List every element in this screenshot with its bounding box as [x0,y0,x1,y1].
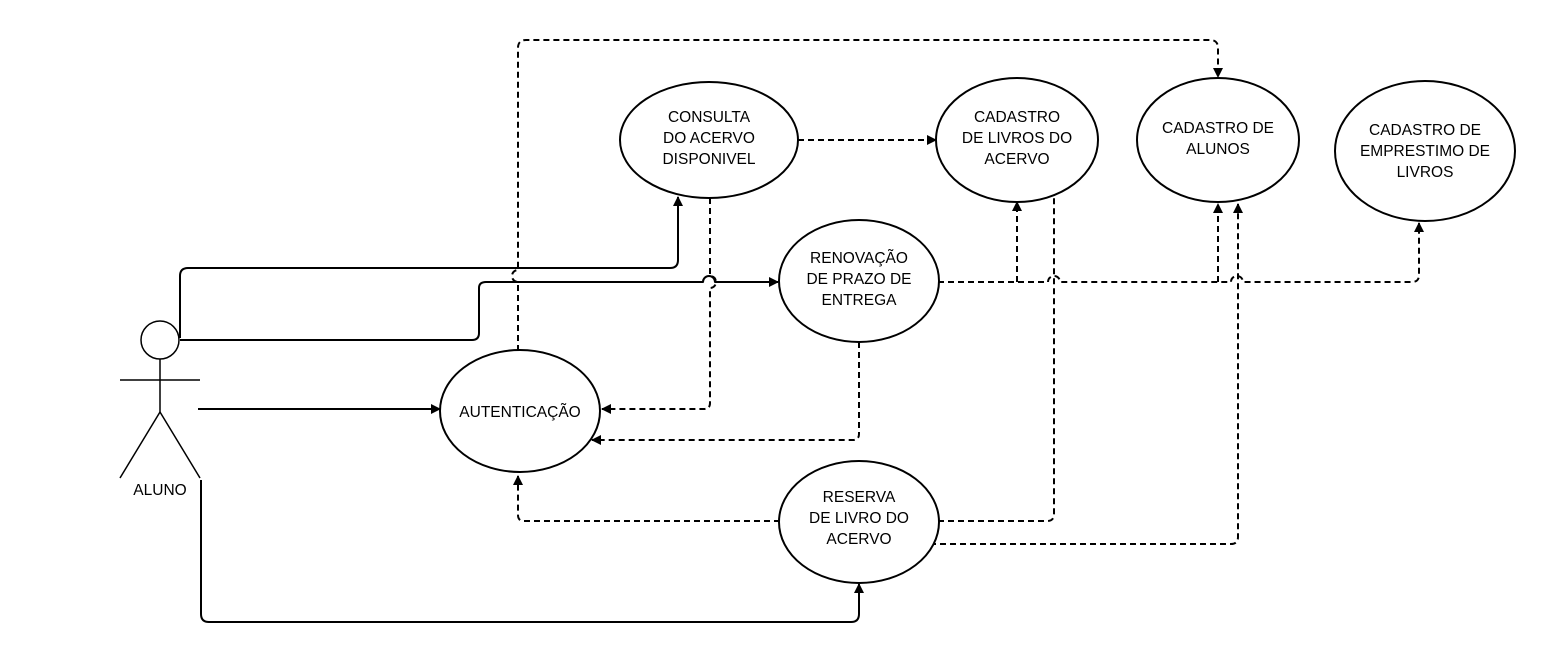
label-line: DO ACERVO [663,130,755,147]
label-line: ENTREGA [822,292,898,309]
label-line: CONSULTA [668,109,751,126]
actor-label: ALUNO [133,482,186,499]
label-line: CADASTRO DE [1369,122,1481,139]
edge-reserva-cadastro-alunos [930,203,1243,545]
use-case-cadastro-livros: CADASTRO DE LIVROS DO ACERVO [935,77,1099,203]
label-line: CADASTRO DE [1162,120,1274,137]
actor-left-leg [119,411,161,479]
label-line: ACERVO [984,151,1049,168]
label-line: LIVROS [1397,164,1454,181]
edge-actor-reserva [200,480,864,623]
edge-renovacao-autenticacao [591,342,860,445]
label-line: DE LIVROS DO [962,130,1072,147]
label-line: RESERVA [823,489,896,506]
use-case-renovacao: RENOVAÇÃO DE PRAZO DE ENTREGA [778,219,940,343]
label-line: CADASTRO [974,109,1060,126]
label-line: RENOVAÇÃO [810,250,908,267]
edge-reserva-autenticacao [513,475,780,522]
use-case-cadastro-emprestimo: CADASTRO DE EMPRESTIMO DE LIVROS [1334,80,1516,222]
edge-actor-renovacao [180,275,779,341]
label-line: ALUNOS [1186,141,1250,158]
use-case-autenticacao: AUTENTICAÇÃO [439,349,601,473]
label-line: ACERVO [826,531,891,548]
edge-consulta-autenticacao [601,198,717,414]
use-case-reserva: RESERVA DE LIVRO DO ACERVO [778,460,940,584]
edge-actor-consulta [179,196,683,338]
use-case-consulta: CONSULTA DO ACERVO DISPONIVEL [619,81,799,199]
label-line: AUTENTICAÇÃO [459,404,580,421]
actor-aluno: ALUNO [119,320,201,499]
edge-reserva-cadastro-livros [938,180,1059,522]
actor-head [140,320,180,360]
label-line: DE PRAZO DE [806,271,911,288]
label-line: EMPRESTIMO DE [1360,143,1490,160]
label-line: DE LIVRO DO [809,510,909,527]
edge-autenticacao-cadastro-alunos [511,39,1223,351]
actor-right-leg [159,411,201,479]
edge-renovacao-cadastros [938,222,1424,283]
label-line: DISPONIVEL [662,151,755,168]
use-case-cadastro-alunos: CADASTRO DE ALUNOS [1136,77,1300,203]
